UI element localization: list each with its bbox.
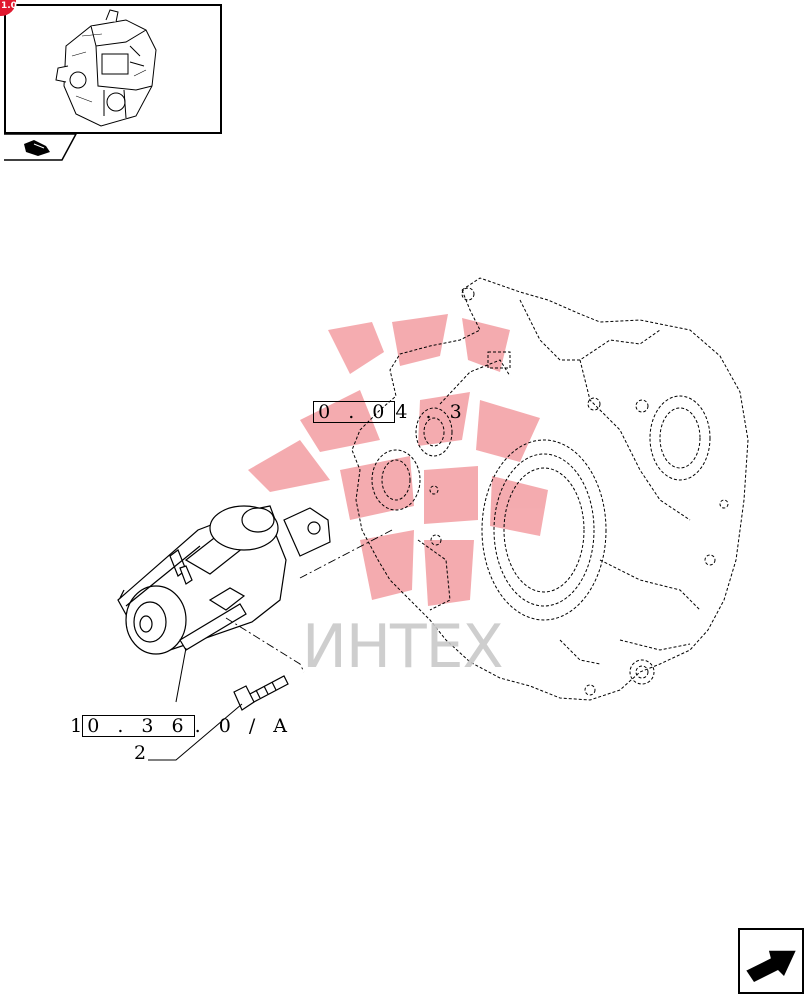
next-page-button[interactable]: [738, 928, 804, 994]
starter-motor: [117, 505, 331, 655]
callout-ref-upper-rest: 4 . 3: [395, 401, 468, 423]
intech-logo-watermark: [248, 314, 548, 606]
engine-thumbnail[interactable]: [4, 4, 222, 134]
watermark-text: ИНТЕХ: [302, 612, 504, 682]
callout-ref-lower-boxed: 0 . 3 6: [82, 715, 195, 737]
leader-lines: [148, 647, 243, 761]
engine-thumbnail-icon: [55, 9, 157, 127]
callout-ref-lower-prefix: 1: [70, 715, 83, 737]
callout-ref-upper-boxed: 0 . 0: [313, 401, 396, 423]
corner-badge-text: 1.0: [1, 1, 17, 11]
alignment-lines: [225, 529, 393, 673]
next-page-arrow-icon: [745, 949, 796, 982]
book-tab-icon: [4, 133, 78, 161]
book-tab[interactable]: [4, 133, 84, 162]
bolt-part: [233, 675, 289, 711]
callout-item-2: 2: [134, 742, 147, 764]
callout-ref-lower-rest: . 0 / A: [194, 715, 293, 737]
flywheel-housing-outline: [351, 277, 749, 701]
